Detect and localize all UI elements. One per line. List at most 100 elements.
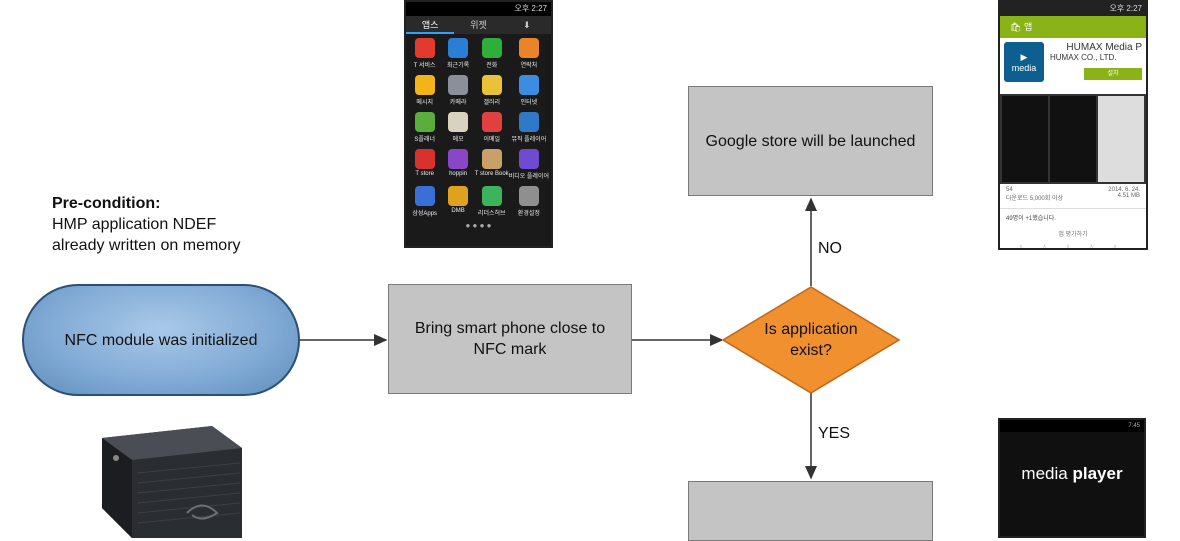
store-developer: HUMAX CO., LTD. [1050,53,1117,62]
logo-text: media [1011,62,1037,73]
app-icon-label: 메모 [452,137,464,143]
app-icon [414,38,435,58]
app-icon [448,75,469,95]
update-date: 2014. 6. 24. [1108,187,1140,193]
set-top-box-image [102,426,242,538]
tab-apps: 앱스 [406,16,455,34]
process-bottom [688,481,933,541]
bring-label-line-2: NFC mark [473,341,547,358]
drawer-tabs: 앱스 위젯 ⬇ [406,16,551,34]
download-count: 다운로드 5,000회 이상 [1006,196,1063,202]
brand-player: player [1072,464,1123,483]
store-bag-icon: 🛍 [1010,22,1022,32]
app-icon-label: 카메라 [449,100,467,106]
app-icon-item: T 서비스 [408,38,441,69]
app-icon [518,75,539,95]
store-app-title: HUMAX Media P [1066,42,1142,53]
app-icon-item: 메모 [441,112,474,143]
store-action-bar: 🛍 앱 [1000,16,1146,38]
phone-play-store-screenshot: 오후 2:27 🛍 앱 ▶ media HUMAX Media P HUMAX … [998,0,1148,250]
app-icon-label: 비디오 플레이어 [508,174,549,180]
phone-media-player-screenshot: 7:45 media player [998,418,1146,538]
process-bring-phone: Bring smart phone close to NFC mark [388,284,632,394]
app-icon [481,112,502,132]
app-icon-item: DMB [441,186,474,217]
app-icon [414,75,435,95]
app-icon-item: 메시지 [408,75,441,106]
app-icon-item: 갤러리 [475,75,509,106]
process-google-store: Google store will be launched [688,86,933,196]
app-icon [518,38,539,58]
app-icon [518,186,539,206]
app-icon-label: T 서비스 [413,63,436,69]
app-icon-label: 연락처 [520,63,538,69]
app-icon-item: 환경설정 [509,186,549,217]
app-icon [414,112,435,132]
tab-widgets: 위젯 [470,20,487,30]
app-size: 4.51 MB [1117,193,1140,199]
app-icon [518,112,539,132]
app-icon-label: hoppin [449,171,468,177]
download-icon: ⬇ [523,20,531,30]
app-icon-label: T store [415,171,434,177]
app-icon-label: 전화 [486,63,498,69]
status-bar: 오후 2:27 [406,2,551,16]
app-icon-label: 갤러리 [483,100,501,106]
install-button: 설치 [1084,68,1142,80]
app-icon-label: 메시지 [416,100,433,106]
decision-label-line-1: Is application [764,321,858,338]
app-icon-item: T store Book [475,149,509,180]
google-store-label: Google store will be launched [705,132,916,150]
app-icon [414,186,435,206]
plusone-row: 49명이 +1했습니다. [1000,208,1146,226]
app-icon-label: 뮤직 플레이어 [511,137,547,143]
app-icon-item: 전화 [475,38,509,69]
app-icon-item: 카메라 [441,75,474,106]
app-icon-item: 비디오 플레이어 [509,149,549,180]
media-app-logo: ▶ media [1004,42,1044,82]
app-icon [448,112,469,132]
app-icon-label: 삼성Apps [412,211,438,217]
store-screenshots [1000,94,1146,184]
decision-label-line-2: exist? [790,342,832,359]
status-bar: 오후 2:27 [1000,2,1146,16]
precondition-heading: Pre-condition: [52,195,161,212]
rate-app-label: 앱 평가하기 [1000,226,1146,241]
app-icon [448,149,469,169]
app-icon-item: 이메일 [475,112,509,143]
rating-count: 54 [1006,187,1013,193]
app-icon-label: 환경설정 [517,211,540,217]
store-app-header: ▶ media HUMAX Media P HUMAX CO., LTD. 설치 [1000,38,1146,94]
app-icon-label: 이메일 [483,137,501,143]
precondition-note: Pre-condition: HMP application NDEF alre… [52,193,241,256]
app-icon [448,38,469,58]
brand-media: media [1021,464,1068,483]
app-icon-label: 리더스허브 [477,211,506,217]
play-icon: ▶ [1020,51,1028,62]
precondition-line-2: already written on memory [52,237,241,254]
app-icon-item: T store [408,149,441,180]
store-screenshot-1 [1002,96,1048,182]
store-screenshot-2 [1050,96,1096,182]
app-icon [414,149,435,169]
start-node: NFC module was initialized [22,284,300,396]
app-icon-label: T store Book [474,171,509,177]
rating-stars-icon: ☆☆☆☆☆ [1000,241,1146,248]
flow-connectors [300,197,901,480]
app-icon [481,149,502,169]
app-icon-label: 최근기록 [447,63,470,69]
status-bar: 7:45 [1000,420,1144,432]
bring-label-line-1: Bring smart phone close to [414,320,606,337]
app-icon-item: hoppin [441,149,474,180]
decision-label: Is application exist? [726,314,896,366]
media-player-brand: media player [1000,464,1144,484]
app-icon-item: 뮤직 플레이어 [509,112,549,143]
store-screenshot-3 [1098,96,1144,182]
app-icon-item: 최근기록 [441,38,474,69]
app-icon-item: 인터넷 [509,75,549,106]
app-icon [481,38,502,58]
app-icon-label: 인터넷 [520,100,538,106]
app-icon-item: S플래너 [408,112,441,143]
